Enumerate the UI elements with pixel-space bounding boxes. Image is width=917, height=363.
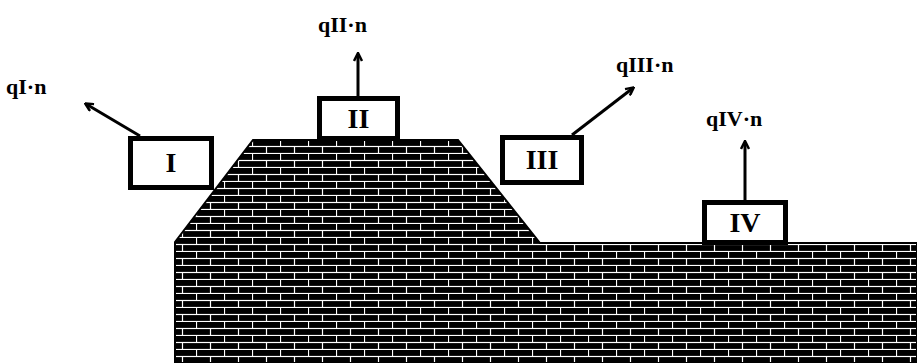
normal-arrow bbox=[572, 88, 633, 135]
control-volume-box: II bbox=[317, 96, 400, 141]
normal-arrow bbox=[86, 104, 140, 136]
brick-ground bbox=[175, 140, 917, 363]
box-numeral: II bbox=[348, 105, 370, 133]
flux-label: qIII·n bbox=[616, 54, 674, 76]
normal-arrow bbox=[357, 54, 360, 96]
box-numeral: III bbox=[526, 146, 559, 174]
flux-label: qI·n bbox=[6, 76, 46, 98]
flux-label: qII·n bbox=[318, 14, 367, 36]
box-numeral: I bbox=[166, 149, 177, 177]
box-numeral: IV bbox=[729, 209, 760, 237]
control-volume-box: III bbox=[500, 135, 584, 185]
flux-label: qIV·n bbox=[706, 108, 762, 130]
normal-arrow bbox=[744, 142, 747, 200]
control-volume-box: IV bbox=[702, 200, 788, 245]
control-volume-box: I bbox=[128, 136, 214, 190]
